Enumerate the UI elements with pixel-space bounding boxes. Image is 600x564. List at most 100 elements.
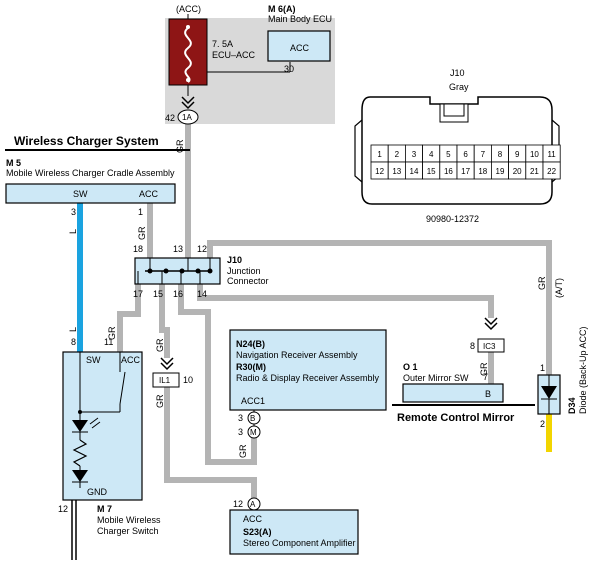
j10-junction-name1: Junction bbox=[227, 266, 261, 276]
j10-face-pin-label: 15 bbox=[427, 167, 436, 176]
ic3-pin: 8 bbox=[470, 341, 475, 351]
o1-code: O 1 bbox=[403, 362, 418, 372]
diode-wire-label: GR bbox=[537, 276, 547, 290]
conn-1a bbox=[177, 109, 199, 125]
j10-pin-17: 17 bbox=[133, 289, 143, 299]
m7-wire-sw: L bbox=[68, 327, 78, 332]
j10-face-code: J10 bbox=[450, 68, 465, 78]
j10-face-pin-label: 5 bbox=[446, 150, 451, 159]
j10-face-pin-label: 1 bbox=[377, 150, 382, 159]
m5-wire-acc: GR bbox=[137, 226, 147, 240]
j10-face-pin-label: 12 bbox=[375, 167, 384, 176]
il1-pin: 10 bbox=[183, 375, 193, 385]
main-body-ecu-name: Main Body ECU bbox=[268, 14, 332, 24]
m7-code: M 7 bbox=[97, 504, 112, 514]
conn-m bbox=[247, 425, 261, 439]
m7-pin-gnd: 12 bbox=[58, 504, 68, 514]
j10-face-latch bbox=[439, 103, 469, 123]
main-body-ecu-pin: 30 bbox=[284, 64, 294, 74]
s23-box bbox=[229, 509, 359, 555]
j10-pin-15: 15 bbox=[153, 289, 163, 299]
fuse-pin: 42 bbox=[165, 113, 175, 123]
s23-pin: 12 bbox=[233, 499, 243, 509]
m7-name2: Charger Switch bbox=[97, 526, 159, 536]
n24-pin-b: 3 bbox=[238, 413, 243, 423]
ic3-box bbox=[477, 338, 505, 353]
wire-j10-m7acc bbox=[117, 281, 141, 355]
n24-code: N24(B) bbox=[236, 339, 265, 349]
il1-wire-in: GR bbox=[155, 338, 165, 352]
j10-face-pin-label: 13 bbox=[392, 167, 401, 176]
n24-terminal: ACC1 bbox=[241, 396, 265, 406]
m7-switch-blade-icon bbox=[119, 371, 126, 405]
j10-part-number: 90980-12372 bbox=[426, 214, 479, 224]
j10-face-pin-label: 3 bbox=[412, 150, 417, 159]
o1-wire: GR bbox=[479, 362, 489, 376]
n24-box bbox=[229, 329, 387, 411]
il1-box bbox=[152, 372, 180, 388]
j10-node-2 bbox=[163, 268, 169, 274]
m7-diode-icon bbox=[72, 470, 88, 482]
conn-b-label: B bbox=[250, 414, 255, 423]
m7-led-rays-icon bbox=[89, 417, 101, 429]
d34-name: Diode (Back-Up ACC) bbox=[578, 326, 588, 414]
conn-1a-label: 1A bbox=[182, 113, 192, 122]
conn-b bbox=[247, 411, 261, 425]
m5-name: Mobile Wireless Charger Cradle Assembly bbox=[6, 168, 175, 178]
j10-pin-13: 13 bbox=[173, 244, 183, 254]
j10-face-pin-label: 14 bbox=[410, 167, 419, 176]
o1-name: Outer Mirror SW bbox=[403, 373, 469, 383]
wire-j10-diode bbox=[207, 240, 552, 378]
s23-name: Stereo Component Amplifier bbox=[243, 538, 356, 548]
j10-junction-name2: Connector bbox=[227, 276, 269, 286]
main-body-ecu-code: M 6(A) bbox=[268, 4, 296, 14]
conn-a-label: A bbox=[250, 500, 256, 509]
remote-title: Remote Control Mirror bbox=[397, 412, 515, 424]
m7-led-icon bbox=[72, 420, 88, 432]
il1-chevron-icon bbox=[160, 357, 174, 371]
d34-diode-icon bbox=[541, 386, 557, 399]
m7-resistor-icon bbox=[72, 439, 88, 467]
n24-pin-m: 3 bbox=[238, 427, 243, 437]
j10-face-pin-label: 6 bbox=[463, 150, 468, 159]
m5-terminal-sw: SW bbox=[73, 189, 88, 199]
j10-face-pin-label: 18 bbox=[478, 167, 487, 176]
r30-name: Radio & Display Receiver Assembly bbox=[236, 373, 380, 383]
ic3-label: IC3 bbox=[483, 342, 496, 351]
j10-face-pin-label: 22 bbox=[547, 167, 556, 176]
ic3-chevron-icon bbox=[484, 317, 498, 331]
j10-face-latch-icon bbox=[443, 104, 465, 117]
wire-j10-il1 bbox=[159, 281, 170, 358]
m5-code: M 5 bbox=[6, 158, 21, 168]
system-title: Wireless Charger System bbox=[14, 134, 159, 148]
j10-face-pin-label: 16 bbox=[444, 167, 453, 176]
wire-il1-s23 bbox=[164, 384, 257, 500]
trunk-wire-label: GR bbox=[175, 139, 185, 153]
j10-face-pin-label: 9 bbox=[515, 150, 520, 159]
m7-terminal-sw: SW bbox=[86, 355, 101, 365]
m5-terminal-acc: ACC bbox=[139, 189, 159, 199]
j10-pin-16: 16 bbox=[173, 289, 183, 299]
main-body-ecu-box bbox=[267, 30, 331, 62]
d34-pin-top: 1 bbox=[540, 363, 545, 373]
j10-face-pin-label: 21 bbox=[530, 167, 539, 176]
j10-face-pin-label: 2 bbox=[395, 150, 400, 159]
m7-pin-sw: 8 bbox=[71, 337, 76, 347]
diode-wire-note: (A/T) bbox=[554, 278, 564, 298]
r30-code: R30(M) bbox=[236, 362, 266, 372]
s23-terminal: ACC bbox=[243, 514, 263, 524]
j10-pin-14: 14 bbox=[197, 289, 207, 299]
j10-face-pin-label: 20 bbox=[513, 167, 522, 176]
fuse-rating: 7. 5A bbox=[212, 39, 233, 49]
m7-name1: Mobile Wireless bbox=[97, 515, 161, 525]
main-body-ecu-terminal: ACC bbox=[290, 43, 310, 53]
j10-junction-code: J10 bbox=[227, 255, 242, 265]
fuse-name: ECU–ACC bbox=[212, 50, 256, 60]
m5-pin-sw: 3 bbox=[71, 207, 76, 217]
s23-code: S23(A) bbox=[243, 527, 272, 537]
o1-pin: 7 bbox=[483, 372, 488, 382]
j10-pin-12: 12 bbox=[197, 244, 207, 254]
